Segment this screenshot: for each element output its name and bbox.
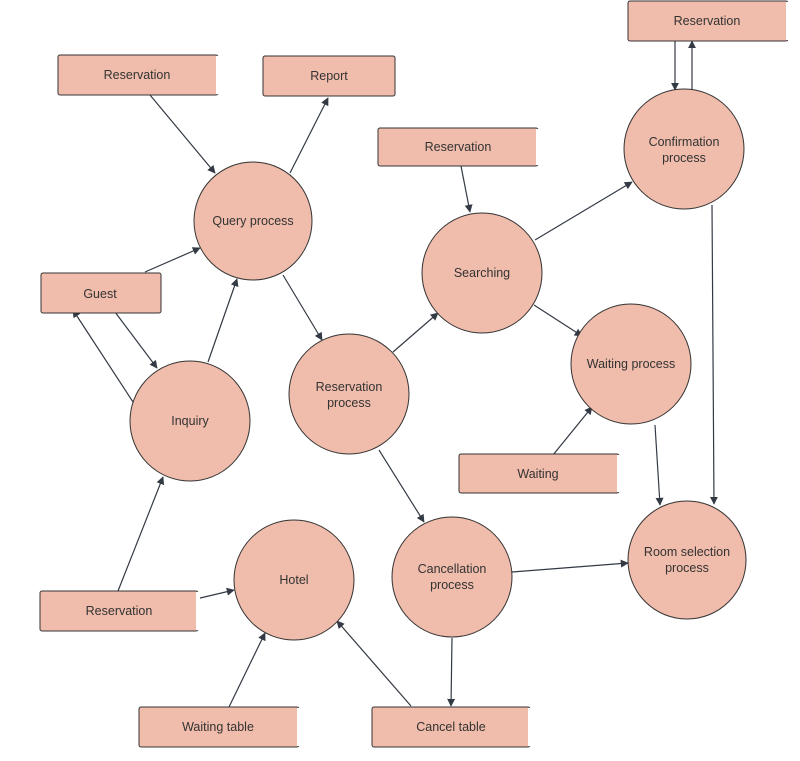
process-inquiry[interactable]: Inquiry (129, 360, 251, 482)
data-stores: Reservation Report Reservation Reservati… (39, 0, 790, 748)
process-confirmation-label-2: process (662, 151, 706, 165)
edge-reservation-to-cancellation (378, 449, 425, 523)
store-waiting[interactable]: Waiting (458, 453, 621, 494)
process-query-label: Query process (212, 214, 293, 228)
store-reservation-top-left[interactable]: Reservation (57, 54, 220, 96)
processes: Query process Confirmation process Searc… (129, 88, 747, 641)
process-room-selection-label-1: Room selection (644, 545, 730, 559)
edge-cancellation-to-cancel-table (447, 637, 456, 707)
process-hotel[interactable]: Hotel (233, 519, 355, 641)
process-room-selection[interactable]: Room selection process (627, 500, 747, 620)
process-reservation[interactable]: Reservation process (288, 333, 410, 455)
edge-reservation-store-to-searching (460, 165, 473, 213)
edge-query-to-reservation (282, 274, 323, 341)
store-guest-label: Guest (83, 287, 117, 301)
process-searching-label: Searching (454, 266, 510, 280)
edge-reservation-to-searching (392, 312, 439, 353)
edge-cancel-table-to-hotel (336, 620, 412, 707)
edge-searching-to-confirmation (534, 181, 633, 241)
edge-searching-to-waiting (533, 304, 583, 337)
process-hotel-label: Hotel (279, 573, 308, 587)
edge-guest-to-query (144, 247, 201, 273)
process-cancellation-label-2: process (430, 578, 474, 592)
process-cancellation-label-1: Cancellation (418, 562, 487, 576)
edge-reservation-store-to-hotel (195, 587, 235, 600)
process-searching[interactable]: Searching (421, 212, 543, 334)
store-reservation-mid[interactable]: Reservation (377, 127, 540, 167)
store-report[interactable]: Report (262, 55, 396, 97)
edge-query-to-report (289, 97, 329, 174)
store-waiting-table-label: Waiting table (182, 720, 254, 734)
store-waiting-label: Waiting (517, 467, 558, 481)
edge-waiting-store-to-waiting (552, 406, 593, 456)
store-guest[interactable]: Guest (40, 272, 162, 314)
store-reservation-top-left-label: Reservation (104, 68, 171, 82)
edge-reservation-store-to-inquiry (117, 476, 165, 592)
edge-waiting-to-room-selection (654, 424, 664, 506)
process-inquiry-label: Inquiry (171, 414, 209, 428)
process-waiting[interactable]: Waiting process (570, 303, 692, 425)
process-query[interactable]: Query process (193, 161, 313, 281)
process-cancellation[interactable]: Cancellation process (391, 516, 513, 638)
store-reservation-mid-label: Reservation (425, 140, 492, 154)
process-confirmation[interactable]: Confirmation process (623, 88, 745, 210)
process-reservation-label-1: Reservation (316, 380, 383, 394)
process-confirmation-label-1: Confirmation (649, 135, 720, 149)
edge-guest-to-inquiry (114, 311, 158, 369)
process-room-selection-label-2: process (665, 561, 709, 575)
store-cancel-table-label: Cancel table (416, 720, 486, 734)
process-reservation-label-2: process (327, 396, 371, 410)
store-reservation-bottom-left[interactable]: Reservation (39, 590, 200, 632)
store-reservation-bottom-left-label: Reservation (86, 604, 153, 618)
edge-inquiry-to-guest (72, 309, 134, 403)
edge-cancellation-to-room-selection (511, 559, 629, 573)
edge-inquiry-to-query (207, 278, 239, 363)
store-report-label: Report (310, 69, 348, 83)
process-waiting-label: Waiting process (587, 357, 675, 371)
store-waiting-table[interactable]: Waiting table (138, 706, 301, 748)
edge-reservation-to-query (149, 94, 216, 174)
edges (72, 40, 718, 708)
store-reservation-top-right-label: Reservation (674, 14, 741, 28)
store-reservation-top-right[interactable]: Reservation (627, 0, 790, 42)
edge-confirmation-to-room-selection (709, 204, 718, 505)
edge-waiting-table-to-hotel (228, 632, 266, 708)
store-cancel-table[interactable]: Cancel table (371, 706, 532, 748)
